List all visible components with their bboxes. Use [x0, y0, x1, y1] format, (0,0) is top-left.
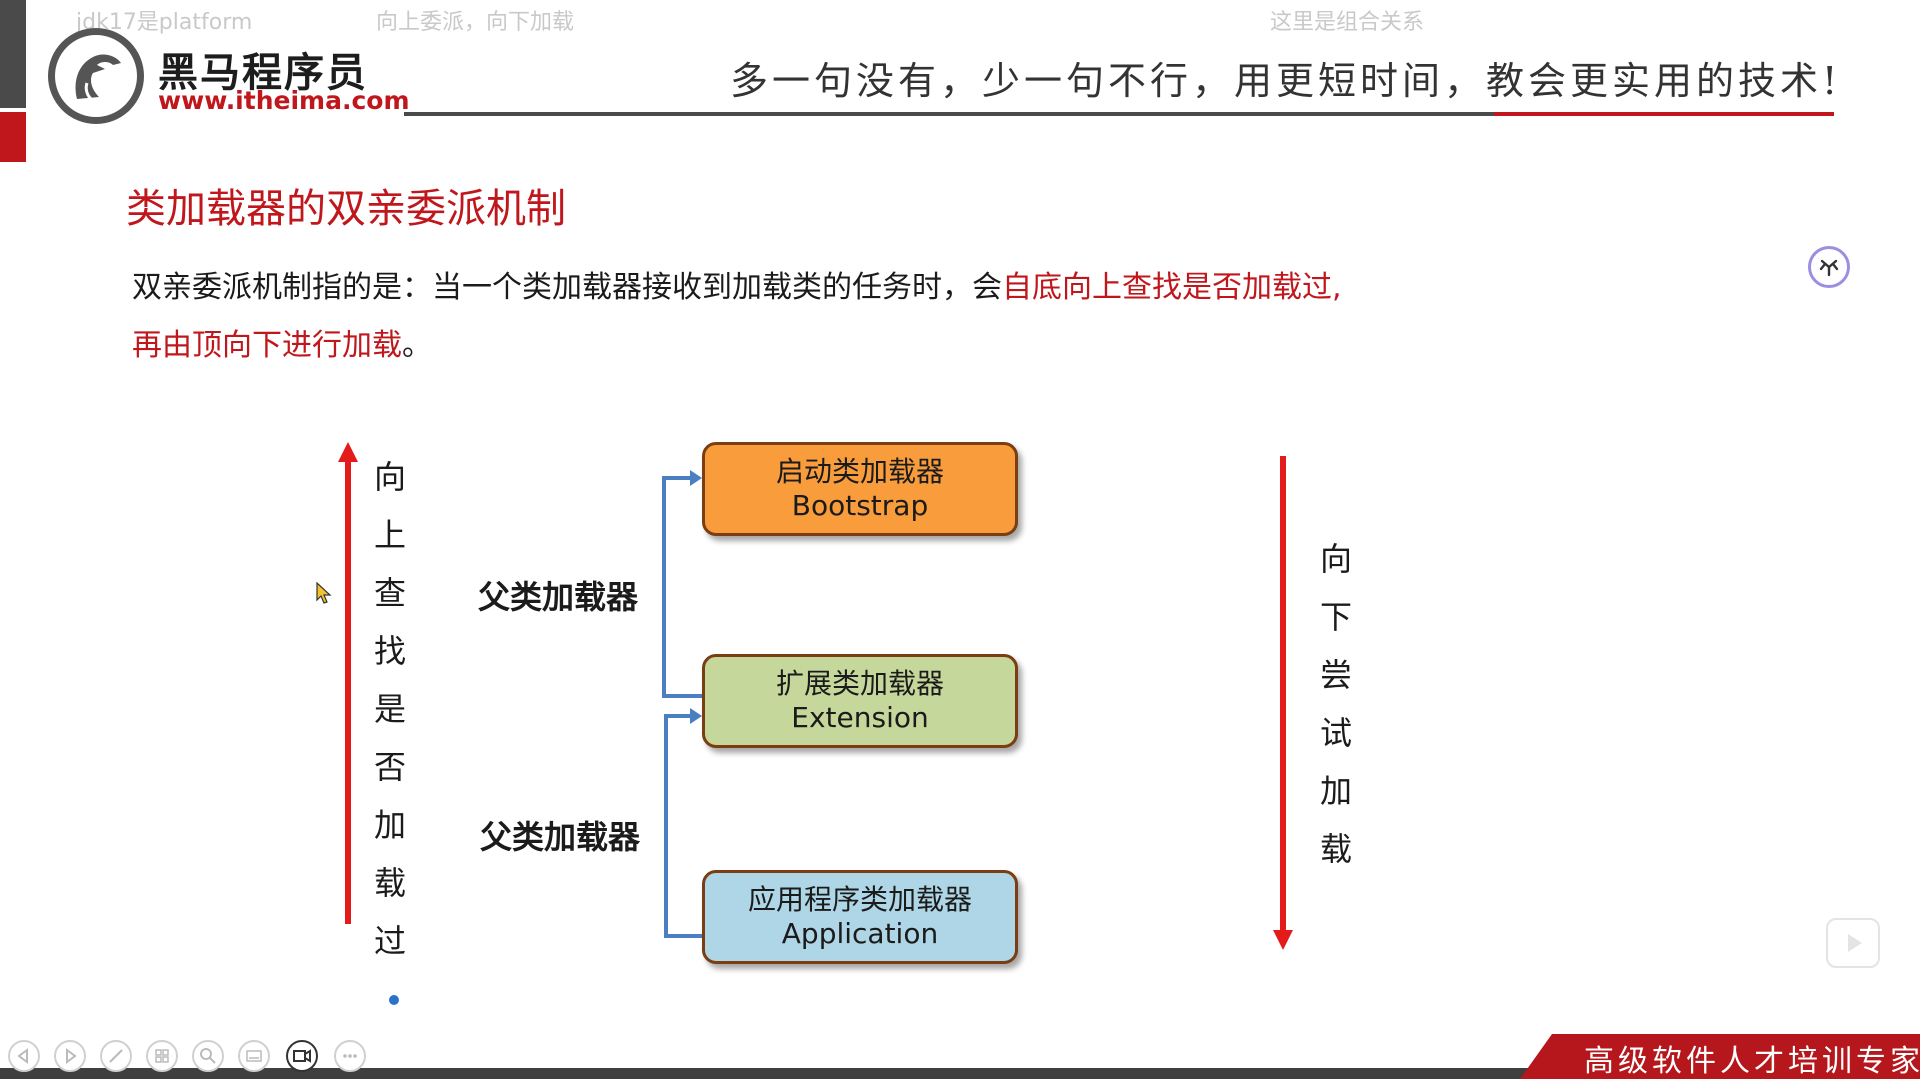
application-loader-en: Application — [781, 917, 939, 950]
overlay-caption-center: 向上委派，向下加载 — [376, 10, 575, 35]
slogan: 多一句没有，少一句不行，用更短时间，教会更实用的技术! — [730, 59, 1842, 103]
subtitle-icon — [246, 1050, 262, 1062]
application-loader-box: 应用程序类加载器 Application — [702, 870, 1018, 964]
left-vertical-char: 上 — [373, 516, 406, 554]
bootstrap-loader-cn: 启动类加载器 — [775, 455, 944, 488]
left-edge-bar — [0, 0, 26, 108]
play-video-button[interactable] — [1826, 918, 1880, 968]
camera-button[interactable] — [286, 1040, 318, 1072]
right-vertical-char: 下 — [1319, 598, 1352, 636]
next-icon — [66, 1048, 77, 1064]
footer-bar — [0, 1068, 1920, 1079]
connector-application-to-extension — [664, 714, 702, 938]
next-slide-button[interactable] — [54, 1040, 86, 1072]
right-vertical-char: 试 — [1319, 714, 1352, 752]
left-vertical-char: 过 — [373, 922, 406, 960]
brand-name: 黑马程序员 — [158, 50, 368, 96]
mouse-cursor-icon — [316, 582, 332, 604]
body-line-2: 再由顶向下进行加载。 — [132, 320, 432, 364]
header-rule — [404, 112, 1494, 116]
parent-loader-label: 父类加载器 — [480, 818, 641, 856]
body-line-2-highlight: 再由顶向下进行加载 — [132, 328, 402, 363]
extension-loader-en: Extension — [791, 701, 929, 734]
overlay-caption-right: 这里是组合关系 — [1270, 10, 1425, 35]
right-vertical-label: 向 下 尝 试 加 载 — [1316, 530, 1356, 878]
footer-tagline: 高级软件人才培训专家 — [1584, 1044, 1920, 1079]
assistant-badge-icon[interactable] — [1808, 246, 1850, 288]
grid-icon — [155, 1049, 169, 1063]
left-vertical-char: 否 — [373, 748, 406, 786]
more-options-button[interactable] — [334, 1040, 366, 1072]
header-rule-accent — [1494, 112, 1834, 116]
body-line-1-text: 双亲委派机制指的是：当一个类加载器接收到加载类的任务时，会 — [132, 270, 1002, 305]
parent-loader-label: 父类加载器 — [478, 578, 639, 616]
prev-slide-button[interactable] — [8, 1040, 40, 1072]
left-vertical-label: 向 上 查 找 是 否 加 载 过 — [370, 448, 410, 970]
body-line-1: 双亲委派机制指的是：当一个类加载器接收到加载类的任务时，会自底向上查找是否加载过… — [132, 262, 1342, 306]
more-icon — [343, 1054, 357, 1058]
footer-tag — [1520, 1034, 1920, 1079]
zoom-icon — [200, 1048, 216, 1064]
right-vertical-char: 加 — [1319, 772, 1352, 810]
horse-logo-icon — [48, 28, 144, 124]
slide-grid-button[interactable] — [146, 1040, 178, 1072]
pointer-marker-icon — [389, 995, 399, 1005]
camera-icon — [293, 1049, 311, 1063]
prev-icon — [17, 1048, 28, 1064]
subtitle-button[interactable] — [238, 1040, 270, 1072]
left-vertical-char: 向 — [373, 458, 406, 496]
left-vertical-char: 加 — [373, 806, 406, 844]
right-vertical-char: 载 — [1319, 830, 1352, 868]
brand-url: www.itheima.com — [158, 86, 410, 115]
application-loader-cn: 应用程序类加载器 — [747, 883, 972, 916]
extension-loader-box: 扩展类加载器 Extension — [702, 654, 1018, 748]
up-arrow-head — [338, 442, 358, 462]
slide-title: 类加载器的双亲委派机制 — [126, 186, 566, 232]
pen-tool-button[interactable] — [100, 1040, 132, 1072]
play-icon — [1848, 934, 1862, 952]
left-vertical-char: 是 — [373, 690, 406, 728]
left-vertical-char: 查 — [373, 574, 406, 612]
body-line-2-end: 。 — [402, 328, 432, 363]
pen-icon — [109, 1049, 123, 1063]
bootstrap-loader-en: Bootstrap — [791, 489, 929, 522]
left-vertical-char: 载 — [373, 864, 406, 902]
body-line-1-highlight: 自底向上查找是否加载过, — [1002, 270, 1342, 305]
extension-loader-cn: 扩展类加载器 — [775, 667, 944, 700]
zoom-button[interactable] — [192, 1040, 224, 1072]
left-edge-accent — [0, 112, 26, 162]
right-vertical-char: 向 — [1319, 540, 1352, 578]
down-arrow-head — [1273, 930, 1293, 950]
left-vertical-char: 找 — [373, 632, 406, 670]
connector-extension-to-bootstrap — [662, 476, 702, 698]
bootstrap-loader-box: 启动类加载器 Bootstrap — [702, 442, 1018, 536]
right-vertical-char: 尝 — [1319, 656, 1352, 694]
